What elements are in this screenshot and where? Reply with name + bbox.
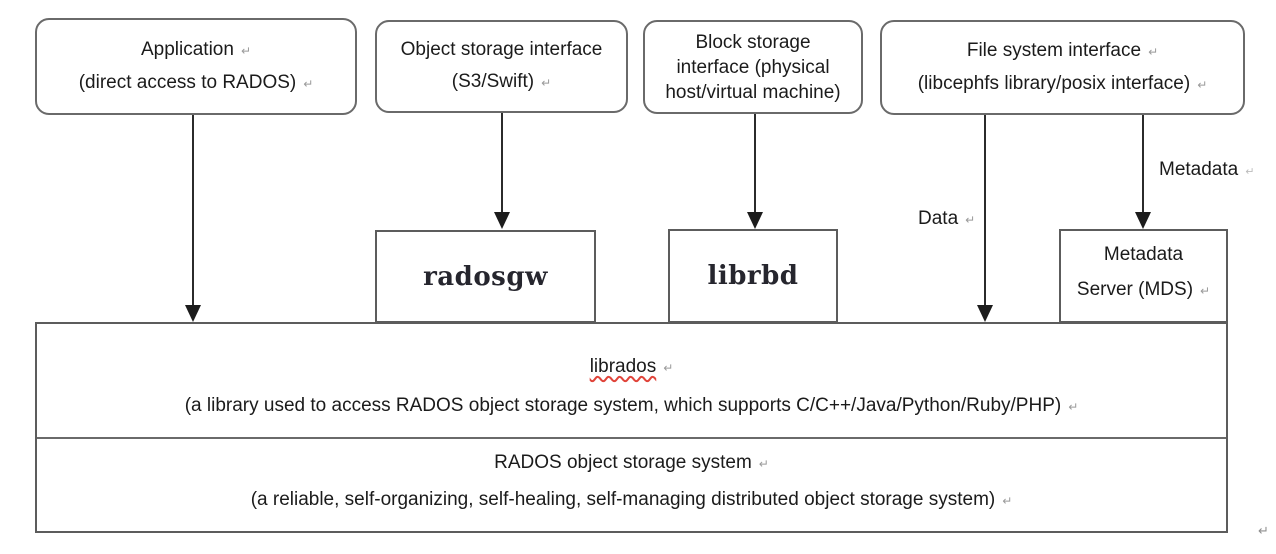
return-mark-icon: ↵ xyxy=(240,43,251,58)
librbd-box: librbd xyxy=(668,229,838,323)
mds-box-line1: Metadata xyxy=(1103,244,1184,265)
return-mark-icon: ↵ xyxy=(663,360,674,375)
return-mark-icon: ↵ xyxy=(1002,493,1013,508)
librados-box: librados ↵ (a library used to access RADO… xyxy=(37,324,1226,437)
return-mark-icon: ↵ xyxy=(965,213,976,227)
librados-title-line: librados ↵ xyxy=(590,348,674,387)
down-arrowhead-icon xyxy=(1135,212,1151,229)
librados-description-line: (a library used to access RADOS object s… xyxy=(185,387,1079,426)
return-mark-icon: ↵ xyxy=(1200,284,1211,298)
mds-sublabel: Server (MDS) xyxy=(1076,279,1194,300)
return-mark-icon: ↵ xyxy=(1148,44,1159,59)
return-mark-icon: ↵ xyxy=(541,76,552,90)
application-box: Application ↵ (direct access to RADOS) ↵ xyxy=(35,18,357,115)
block-storage-box-line1: Block storage xyxy=(695,31,811,53)
object-storage-sublabel: (S3/Swift) xyxy=(451,71,535,92)
layer-divider xyxy=(37,437,1226,439)
object-storage-label: Object storage interface xyxy=(400,39,603,60)
object-storage-box-line2: (S3/Swift) ↵ xyxy=(452,66,551,99)
metadata-label-text: Metadata xyxy=(1159,159,1239,180)
return-mark-icon: ↵ xyxy=(1258,524,1269,539)
radosgw-box: radosgw xyxy=(375,230,596,323)
rados-title-line: RADOS object storage system ↵ xyxy=(494,445,769,482)
object-storage-box: Object storage interface (S3/Swift) ↵ xyxy=(375,20,628,113)
rados-title: RADOS object storage system xyxy=(494,451,752,473)
block-storage-box-line2: interface (physical xyxy=(676,56,830,78)
arrow-block-storage-to-librbd xyxy=(754,114,756,213)
mds-box-line2: Server (MDS) ↵ xyxy=(1077,272,1210,309)
rados-box: RADOS object storage system ↵ (a reliable… xyxy=(37,439,1226,531)
arrow-application-to-librados xyxy=(192,115,194,307)
librados-title: librados xyxy=(589,355,657,377)
down-arrowhead-icon xyxy=(494,212,510,229)
librados-description: (a library used to access RADOS object s… xyxy=(184,394,1062,416)
radosgw-label: radosgw xyxy=(423,261,548,292)
block-storage-box-line3: host/virtual machine) xyxy=(665,81,841,103)
rados-description: (a reliable, self-organizing, self-heali… xyxy=(250,488,996,510)
return-mark-icon: ↵ xyxy=(303,76,314,91)
metadata-edge-label: Metadata ↵ xyxy=(1159,159,1254,181)
application-box-line1: Application ↵ xyxy=(141,34,251,67)
return-mark-icon: ↵ xyxy=(1197,77,1208,92)
down-arrowhead-icon xyxy=(977,305,993,322)
file-system-box-line2: (libcephfs library/posix interface) ↵ xyxy=(918,68,1208,101)
arrow-data-to-librados xyxy=(984,115,986,306)
application-box-line2: (direct access to RADOS) ↵ xyxy=(79,67,314,100)
data-label-text: Data xyxy=(918,208,959,229)
rados-description-line: (a reliable, self-organizing, self-heali… xyxy=(251,482,1013,519)
metadata-server-box: Metadata Server (MDS) ↵ xyxy=(1059,229,1228,323)
application-label: Application xyxy=(140,38,234,60)
return-mark-icon: ↵ xyxy=(1245,165,1255,178)
return-mark-icon: ↵ xyxy=(758,456,769,471)
application-sublabel: (direct access to RADOS) xyxy=(78,71,297,93)
file-system-label: File system interface xyxy=(966,39,1142,61)
down-arrowhead-icon xyxy=(185,305,201,322)
down-arrowhead-icon xyxy=(747,212,763,229)
data-edge-label: Data ↵ xyxy=(918,208,975,230)
arrow-metadata-to-mds xyxy=(1142,115,1144,213)
file-system-sublabel: (libcephfs library/posix interface) xyxy=(917,72,1191,94)
file-system-box-line1: File system interface ↵ xyxy=(967,35,1158,68)
arrow-object-storage-to-radosgw xyxy=(501,113,503,213)
return-mark-icon: ↵ xyxy=(1068,399,1079,414)
object-storage-box-line1: Object storage interface xyxy=(401,34,603,66)
file-system-box: File system interface ↵ (libcephfs librar… xyxy=(880,20,1245,115)
librbd-label: librbd xyxy=(707,261,799,291)
bottom-layers-stack: librados ↵ (a library used to access RADO… xyxy=(35,322,1228,533)
block-storage-box: Block storage interface (physical host/v… xyxy=(643,20,863,114)
